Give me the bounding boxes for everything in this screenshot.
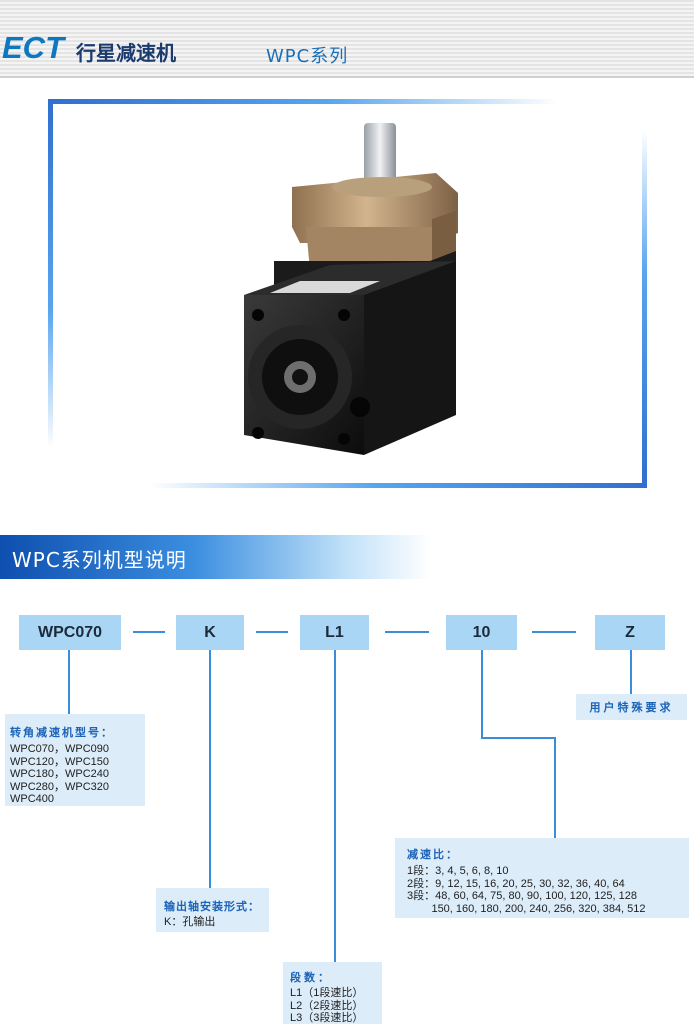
- desc-ratio-line: 2段：9, 12, 15, 16, 20, 25, 30, 32, 36, 40…: [407, 877, 625, 890]
- code-box-model: WPC070: [19, 615, 121, 650]
- desc-stages-line: L3（3段速比）: [290, 1012, 364, 1024]
- brand-logo: ECT: [2, 30, 64, 65]
- connector-ratio: [481, 650, 483, 738]
- desc-stages: 段数： L1（1段速比） L2（2段速比） L3（3段速比）: [283, 962, 382, 1024]
- desc-output: 输出轴安装形式： K：孔输出: [156, 888, 269, 932]
- desc-output-title: 输出轴安装形式：: [164, 900, 260, 913]
- desc-output-line: K：孔输出: [164, 916, 216, 928]
- code-separator: [133, 631, 165, 633]
- code-box-stages: L1: [300, 615, 369, 650]
- code-separator: [532, 631, 576, 633]
- connector-ratio-down: [554, 737, 556, 838]
- connector-special: [630, 650, 632, 694]
- desc-model-line: WPC180，WPC240: [10, 768, 110, 780]
- desc-ratio-line: 3段：48, 60, 64, 75, 80, 90, 100, 120, 125…: [407, 890, 637, 902]
- frame-border-right: [642, 130, 647, 488]
- desc-ratio-title: 减速比：: [407, 848, 459, 861]
- frame-border-bottom: [150, 483, 647, 488]
- connector-ratio-horizontal: [481, 737, 555, 739]
- frame-border-top: [48, 99, 558, 104]
- connector-stages: [334, 650, 336, 962]
- page-header: ECT 行星减速机 WPC系列: [0, 0, 694, 78]
- desc-model-title: 转角减速机型号：: [10, 726, 114, 739]
- brand-product-name: 行星减速机: [76, 41, 176, 65]
- connector-model: [68, 650, 70, 714]
- desc-stages-line: L2（2段速比）: [290, 999, 364, 1012]
- desc-special-title: 用户特殊要求: [589, 701, 674, 714]
- code-box-special: Z: [595, 615, 665, 650]
- desc-stages-title: 段数：: [290, 971, 332, 984]
- desc-model-line: WPC070，WPC090: [10, 743, 110, 755]
- code-separator: [256, 631, 288, 633]
- code-box-output: K: [176, 615, 244, 650]
- gear-reducer-product-image: [244, 123, 458, 455]
- desc-stages-line: L1（1段速比）: [290, 987, 364, 999]
- section-banner: WPC系列机型说明: [0, 535, 430, 579]
- desc-ratio-line: 1段：3, 4, 5, 6, 8, 10: [407, 865, 509, 877]
- desc-ratio-line: 150, 160, 180, 200, 240, 256, 320, 384, …: [407, 902, 646, 915]
- desc-model-line: WPC280，WPC320: [10, 780, 110, 793]
- connector-output: [209, 650, 211, 888]
- desc-ratio: 减速比： 1段：3, 4, 5, 6, 8, 10 2段：9, 12, 15, …: [395, 838, 689, 918]
- desc-model: 转角减速机型号： WPC070，WPC090 WPC120，WPC150 WPC…: [5, 714, 145, 806]
- desc-special: 用户特殊要求: [576, 694, 687, 720]
- frame-border-left: [48, 99, 53, 449]
- desc-model-line: WPC400: [10, 793, 55, 805]
- section-title: WPC系列机型说明: [12, 548, 187, 572]
- code-separator: [385, 631, 429, 633]
- desc-model-line: WPC120，WPC150: [10, 755, 110, 768]
- series-title: WPC系列: [266, 46, 349, 67]
- code-box-ratio: 10: [446, 615, 517, 650]
